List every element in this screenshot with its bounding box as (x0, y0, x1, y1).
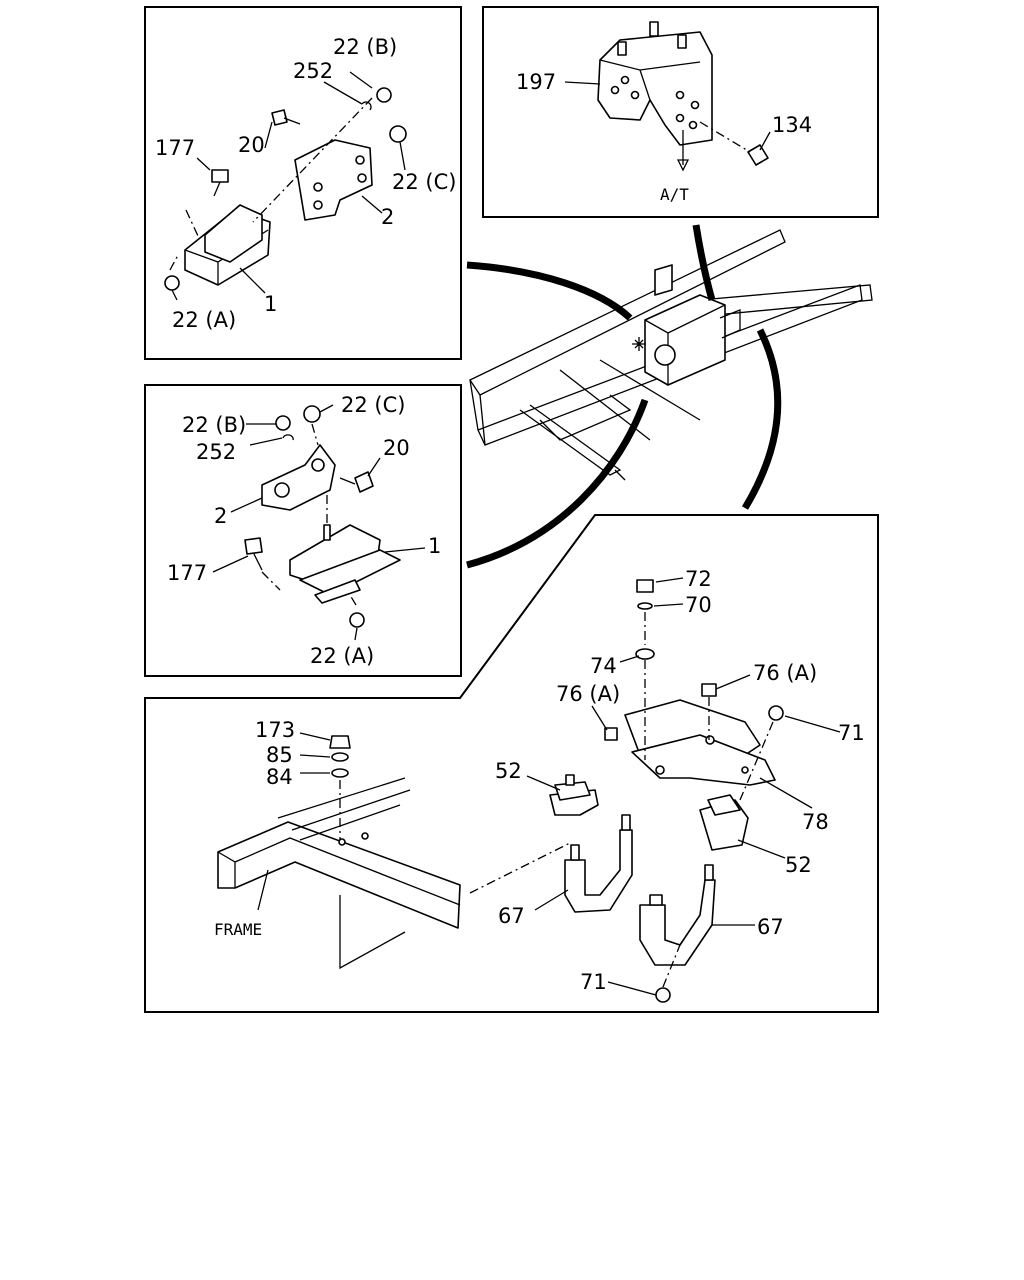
label-2-mid: 2 (214, 504, 227, 528)
label-252-mid: 252 (196, 440, 236, 464)
label-177-top: 177 (155, 136, 195, 160)
chassis-illustration (469, 229, 873, 481)
label-22b-mid: 22 (B) (182, 413, 246, 437)
label-52-left: 52 (495, 759, 522, 783)
label-134: 134 (772, 113, 812, 137)
callout-arc-right (742, 328, 782, 510)
label-22c-top: 22 (C) (392, 170, 456, 194)
label-76a-left: 76 (A) (556, 682, 620, 706)
label-74: 74 (590, 654, 617, 678)
label-at: A/T (660, 185, 689, 204)
callout-arc-top-left (466, 261, 633, 321)
label-72: 72 (685, 567, 712, 591)
label-22c-mid: 22 (C) (341, 393, 405, 417)
panel-top-left: 22 (B) 252 20 177 22 (C) 2 1 22 (A) (144, 6, 462, 360)
label-22b-top: 22 (B) (333, 35, 397, 59)
label-71-top: 71 (838, 721, 865, 745)
label-70: 70 (685, 593, 712, 617)
label-67-left: 67 (498, 904, 525, 928)
label-78: 78 (802, 810, 829, 834)
label-1-top: 1 (264, 292, 277, 316)
label-85: 85 (266, 743, 293, 767)
label-71-bottom: 71 (580, 970, 607, 994)
label-84: 84 (266, 765, 293, 789)
label-197: 197 (516, 70, 556, 94)
label-22a-mid: 22 (A) (310, 644, 374, 668)
label-252-top: 252 (293, 59, 333, 83)
panel-top-right: 197 134 A/T (482, 6, 879, 218)
label-2-top: 2 (381, 205, 394, 229)
label-76a-right: 76 (A) (753, 661, 817, 685)
callout-arc-middle-left (466, 398, 649, 569)
label-67-right: 67 (757, 915, 784, 939)
label-1-mid: 1 (428, 534, 441, 558)
label-52-right: 52 (785, 853, 812, 877)
label-177-mid: 177 (167, 561, 207, 585)
label-20-top: 20 (238, 133, 265, 157)
panel-crossmember: 72 70 74 76 (A) 76 (A) 71 52 78 52 67 67… (144, 514, 879, 1013)
label-173: 173 (255, 718, 295, 742)
panel-middle-left: 22 (B) 22 (C) 252 20 2 1 177 22 (A) (144, 384, 462, 677)
label-20-mid: 20 (383, 436, 410, 460)
label-frame: FRAME (214, 920, 262, 939)
label-22a-top: 22 (A) (172, 308, 236, 332)
callout-arc-top-right (692, 224, 716, 301)
